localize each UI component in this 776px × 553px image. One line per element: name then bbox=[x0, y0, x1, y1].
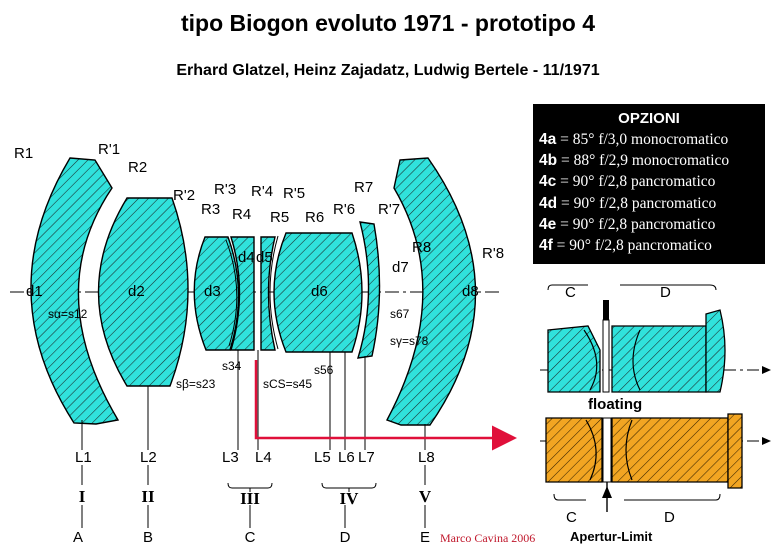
page-title: tipo Biogon evoluto 1971 - prototipo 4 bbox=[181, 10, 595, 36]
label-l4: L4 bbox=[255, 449, 272, 466]
option-row-b: 4b = 88° f/2,9 monocromatico bbox=[539, 152, 730, 170]
inset-floating: C D floating bbox=[540, 284, 771, 413]
options-box: OPZIONI 4a = 85° f/3,0 monocromatico 4b … bbox=[533, 104, 765, 264]
group-numeral-4: IV bbox=[340, 489, 360, 508]
label-l2: L2 bbox=[140, 449, 157, 466]
group-letter-b: B bbox=[143, 529, 153, 546]
label-r8: R8 bbox=[412, 239, 431, 256]
lens-l7 bbox=[357, 221, 381, 359]
label-d7: d7 bbox=[392, 259, 409, 276]
lens-l3-cement bbox=[225, 239, 238, 347]
lens-l5 bbox=[260, 236, 276, 351]
label-s23: sβ=s23 bbox=[176, 377, 216, 391]
label-d6: d6 bbox=[311, 283, 328, 300]
radius-labels: R1 R'1 R2 R'2 R3 R'3 R4 R'4 R5 R'5 R6 R'… bbox=[14, 141, 504, 262]
label-r7p: R'7 bbox=[378, 201, 400, 218]
label-l3: L3 bbox=[222, 449, 239, 466]
label-s56: s56 bbox=[314, 363, 334, 377]
lens-l8 bbox=[386, 157, 477, 426]
option-row-f: 4f = 90° f/2,8 pancromatico bbox=[539, 237, 712, 255]
label-d4: d4 bbox=[238, 249, 255, 266]
label-d3: d3 bbox=[204, 283, 221, 300]
option-row-a: 4a = 85° f/3,0 monocromatico bbox=[539, 131, 729, 148]
label-s67: s67 bbox=[390, 307, 410, 321]
lens-l1 bbox=[30, 157, 120, 425]
page-subtitle: Erhard Glatzel, Heinz Zajadatz, Ludwig B… bbox=[176, 62, 600, 79]
option-row-e: 4e = 90° f/2,8 pancromatico bbox=[539, 215, 716, 233]
credit-text: Marco Cavina 2006 bbox=[440, 531, 536, 545]
option-row-d: 4d = 90° f/2,8 pancromatico bbox=[539, 194, 717, 212]
thickness-labels: d1 d2 d3 d4 d5 d6 d7 d8 bbox=[26, 249, 479, 300]
lens-l6-cement bbox=[269, 235, 279, 350]
label-s34: s34 bbox=[222, 359, 242, 373]
label-r5p: R'5 bbox=[283, 185, 305, 202]
inset-label-c-bottom: C bbox=[566, 509, 577, 526]
group-numeral-2: II bbox=[141, 487, 155, 506]
label-d2: d2 bbox=[128, 283, 145, 300]
label-l5: L5 bbox=[314, 449, 331, 466]
leader-lines bbox=[81, 350, 426, 528]
option-row-c: 4c = 90° f/2,8 pancromatico bbox=[539, 173, 716, 191]
label-l7: L7 bbox=[358, 449, 375, 466]
inset-floating-label: floating bbox=[588, 396, 642, 413]
label-r1p: R'1 bbox=[98, 141, 120, 158]
inset-fixed: C D Apertur-Limit bbox=[540, 413, 771, 544]
label-d5: d5 bbox=[256, 249, 273, 266]
group-numeral-1: I bbox=[79, 487, 86, 506]
group-letter-d: D bbox=[340, 529, 351, 546]
label-r3p: R'3 bbox=[214, 181, 236, 198]
label-d1: d1 bbox=[26, 283, 43, 300]
label-r8p: R'8 bbox=[482, 245, 504, 262]
group-numerals: I II III IV V bbox=[79, 487, 432, 508]
label-d8: d8 bbox=[462, 283, 479, 300]
group-letter-e: E bbox=[420, 529, 430, 546]
label-s78: sγ=s78 bbox=[390, 334, 429, 348]
options-heading: OPZIONI bbox=[618, 110, 680, 127]
lens-l6 bbox=[273, 232, 363, 353]
label-r1: R1 bbox=[14, 145, 33, 162]
label-r4: R4 bbox=[232, 206, 251, 223]
group-letter-c: C bbox=[245, 529, 256, 546]
label-r3: R3 bbox=[201, 201, 220, 218]
label-r4p: R'4 bbox=[251, 183, 273, 200]
label-r2p: R'2 bbox=[173, 187, 195, 204]
group-letter-a: A bbox=[73, 529, 83, 546]
group-numeral-5: V bbox=[419, 487, 432, 506]
lens-l4 bbox=[230, 236, 255, 351]
inset-label-d-bottom: D bbox=[664, 509, 675, 526]
inset-label-d-top: D bbox=[660, 284, 671, 301]
label-r6: R6 bbox=[305, 209, 324, 226]
group-letters: A B C D E bbox=[73, 529, 430, 546]
label-r5: R5 bbox=[270, 209, 289, 226]
red-arrow bbox=[254, 360, 517, 451]
spacing-labels: sα=s12 sβ=s23 s34 sCS=s45 s56 s67 sγ=s78 bbox=[48, 307, 429, 391]
label-r6p: R'6 bbox=[333, 201, 355, 218]
lens-l3 bbox=[193, 236, 240, 351]
label-r7: R7 bbox=[354, 179, 373, 196]
label-l8: L8 bbox=[418, 449, 435, 466]
inset-label-c-top: C bbox=[565, 284, 576, 301]
lens-labels: L1 L2 L3 L4 L5 L6 L7 L8 bbox=[75, 449, 435, 466]
label-s12: sα=s12 bbox=[48, 307, 88, 321]
label-l6: L6 bbox=[338, 449, 355, 466]
label-l1: L1 bbox=[75, 449, 92, 466]
label-s45: sCS=s45 bbox=[263, 377, 312, 391]
group-numeral-3: III bbox=[240, 489, 260, 508]
label-r2: R2 bbox=[128, 159, 147, 176]
inset-aperture-label: Apertur-Limit bbox=[570, 529, 653, 544]
